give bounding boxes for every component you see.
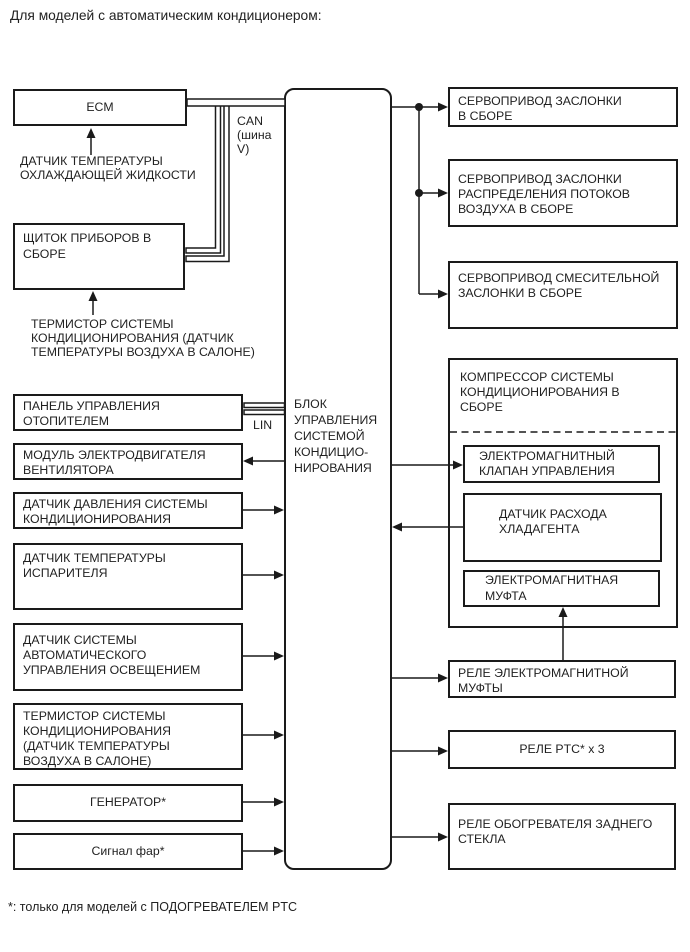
box-solenoid-valve: ЭЛЕКТРОМАГНИТНЫЙ КЛАПАН УПРАВЛЕНИЯ <box>463 445 660 483</box>
box-ecm: ECM <box>13 89 187 126</box>
arrow-evaporator-sensor <box>274 570 284 580</box>
box-cabin-thermistor: ТЕРМИСТОР СИСТЕМЫ КОНДИЦИОНИРОВАНИЯ (ДАТ… <box>13 703 243 770</box>
can-bus-label: CAN (шина V) <box>237 114 272 157</box>
box-generator-label: ГЕНЕРАТОР* <box>89 795 167 810</box>
arrow-servo-damper <box>438 102 448 112</box>
arrow-blower-module <box>243 456 253 466</box>
cabin-thermistor-label: ТЕРМИСТОР СИСТЕМЫ КОНДИЦИОНИРОВАНИЯ (ДАТ… <box>31 317 255 359</box>
box-compressor-label: КОМПРЕССОР СИСТЕМЫ КОНДИЦИОНИРОВАНИЯ В С… <box>460 370 620 415</box>
lin-bus-label: LIN <box>253 418 273 432</box>
box-headlight-signal-label: Сигнал фар* <box>91 843 165 858</box>
box-clutch-relay: РЕЛЕ ЭЛЕКТРОМАГНИТНОЙ МУФТЫ <box>448 660 676 698</box>
arrow-cabin-thermistor <box>274 730 284 740</box>
box-heater-panel: ПАНЕЛЬ УПРАВЛЕНИЯ ОТОПИТЕЛЕМ <box>13 394 243 431</box>
box-cabin-thermistor-label: ТЕРМИСТОР СИСТЕМЫ КОНДИЦИОНИРОВАНИЯ (ДАТ… <box>23 709 171 768</box>
box-servo-damper-label: СЕРВОПРИВОД ЗАСЛОНКИ В СБОРЕ <box>458 94 622 124</box>
lin-band-lower <box>243 409 286 416</box>
box-servo-mode-label: СЕРВОПРИВОД ЗАСЛОНКИ РАСПРЕДЕЛЕНИЯ ПОТОК… <box>458 172 630 217</box>
box-heater-panel-label: ПАНЕЛЬ УПРАВЛЕНИЯ ОТОПИТЕЛЕМ <box>23 399 160 429</box>
arrow-coolant-sensor-up <box>86 128 96 138</box>
box-servo-mix: СЕРВОПРИВОД СМЕСИТЕЛЬНОЙ ЗАСЛОНКИ В СБОР… <box>448 261 678 329</box>
arrow-pressure-sensor <box>274 505 284 515</box>
can-main-band <box>186 98 286 107</box>
box-ecm-label: ECM <box>86 99 114 114</box>
arrow-headlight-signal <box>274 846 284 856</box>
box-magnetic-clutch: ЭЛЕКТРОМАГНИТНАЯ МУФТА <box>463 570 660 607</box>
arrow-generator <box>274 797 284 807</box>
box-magnetic-clutch-label: ЭЛЕКТРОМАГНИТНАЯ МУФТА <box>485 573 619 603</box>
junction-dot-1 <box>415 103 423 111</box>
lin-band-upper <box>243 402 286 409</box>
box-servo-damper: СЕРВОПРИВОД ЗАСЛОНКИ В СБОРЕ <box>448 87 678 127</box>
arrow-servo-mode <box>438 188 448 198</box>
box-generator: ГЕНЕРАТОР* <box>13 784 243 822</box>
lin-bus <box>243 402 286 416</box>
box-refrigerant-flow-sensor: ДАТЧИК РАСХОДА ХЛАДАГЕНТА <box>463 493 662 562</box>
box-clutch-relay-label: РЕЛЕ ЭЛЕКТРОМАГНИТНОЙ МУФТЫ <box>458 666 629 696</box>
box-pressure-sensor-label: ДАТЧИК ДАВЛЕНИЯ СИСТЕМЫ КОНДИЦИОНИРОВАНИ… <box>23 497 208 527</box>
box-auto-light-sensor-label: ДАТЧИК СИСТЕМЫ АВТОМАТИЧЕСКОГО УПРАВЛЕНИ… <box>23 633 201 678</box>
junction-dot-2 <box>415 189 423 197</box>
arrow-defogger-relay <box>438 832 448 842</box>
arrow-clutch-relay <box>438 673 448 683</box>
page-title: Для моделей с автоматическим кондиционер… <box>10 8 322 23</box>
box-refrigerant-flow-sensor-label: ДАТЧИК РАСХОДА ХЛАДАГЕНТА <box>499 507 607 537</box>
box-blower-module: МОДУЛЬ ЭЛЕКТРОДВИГАТЕЛЯ ВЕНТИЛЯТОРА <box>13 443 243 480</box>
box-servo-mix-label: СЕРВОПРИВОД СМЕСИТЕЛЬНОЙ ЗАСЛОНКИ В СБОР… <box>458 271 660 301</box>
arrow-auto-light-sensor <box>274 651 284 661</box>
arrow-servo-mix <box>438 289 448 299</box>
box-ptc-relay-label: РЕЛЕ PTC* x 3 <box>519 741 605 756</box>
box-defogger-relay: РЕЛЕ ОБОГРЕВАТЕЛЯ ЗАДНЕГО СТЕКЛА <box>448 803 676 870</box>
box-ac-control-unit-label: БЛОК УПРАВЛЕНИЯ СИСТЕМОЙ КОНДИЦИО- НИРОВ… <box>294 397 378 475</box>
box-servo-mode: СЕРВОПРИВОД ЗАСЛОНКИ РАСПРЕДЕЛЕНИЯ ПОТОК… <box>448 159 678 227</box>
box-evaporator-sensor: ДАТЧИК ТЕМПЕРАТУРЫ ИСПАРИТЕЛЯ <box>13 543 243 610</box>
box-defogger-relay-label: РЕЛЕ ОБОГРЕВАТЕЛЯ ЗАДНЕГО СТЕКЛА <box>458 817 653 847</box>
footnote: *: только для моделей с ПОДОГРЕВАТЕЛЕМ P… <box>8 900 298 914</box>
arrow-ptc-relay <box>438 746 448 756</box>
box-blower-module-label: МОДУЛЬ ЭЛЕКТРОДВИГАТЕЛЯ ВЕНТИЛЯТОРА <box>23 448 206 478</box>
box-evaporator-sensor-label: ДАТЧИК ТЕМПЕРАТУРЫ ИСПАРИТЕЛЯ <box>23 551 166 581</box>
box-pressure-sensor: ДАТЧИК ДАВЛЕНИЯ СИСТЕМЫ КОНДИЦИОНИРОВАНИ… <box>13 492 243 529</box>
coolant-temp-sensor-label: ДАТЧИК ТЕМПЕРАТУРЫ ОХЛАЖДАЮЩЕЙ ЖИДКОСТИ <box>20 154 196 182</box>
box-ac-control-unit: БЛОК УПРАВЛЕНИЯ СИСТЕМОЙ КОНДИЦИО- НИРОВ… <box>284 88 392 870</box>
arrow-flow-sensor-to-unit <box>392 522 402 532</box>
box-ptc-relay: РЕЛЕ PTC* x 3 <box>448 730 676 769</box>
arrow-cabin-thermistor-up <box>88 291 98 301</box>
box-instrument-panel: ЩИТОК ПРИБОРОВ В СБОРЕ <box>13 223 185 290</box>
box-auto-light-sensor: ДАТЧИК СИСТЕМЫ АВТОМАТИЧЕСКОГО УПРАВЛЕНИ… <box>13 623 243 691</box>
box-solenoid-valve-label: ЭЛЕКТРОМАГНИТНЫЙ КЛАПАН УПРАВЛЕНИЯ <box>479 448 615 478</box>
box-instrument-panel-label: ЩИТОК ПРИБОРОВ В СБОРЕ <box>23 231 152 261</box>
box-headlight-signal: Сигнал фар* <box>13 833 243 870</box>
